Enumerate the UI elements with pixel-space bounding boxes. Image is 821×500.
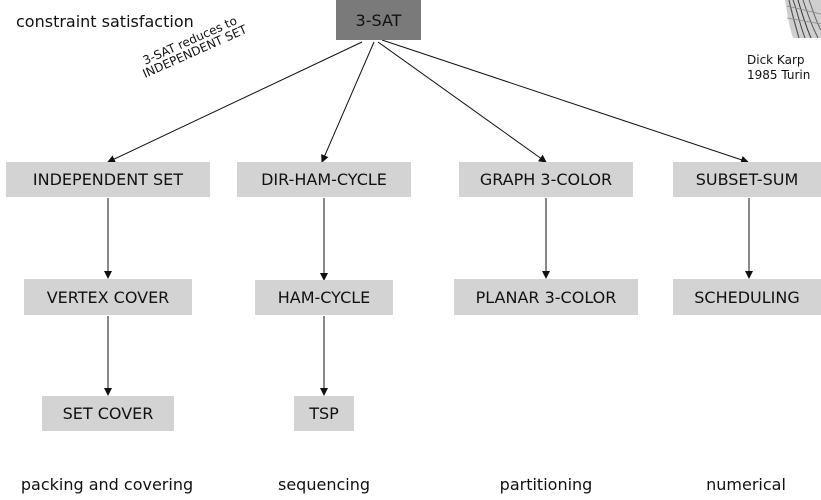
node-dir-ham-cycle: DIR-HAM-CYCLE [237, 162, 411, 197]
node-set-cover: SET COVER [42, 396, 174, 431]
category-partitioning: partitioning [499, 475, 593, 494]
category-packing-and-covering: packing and covering [20, 475, 194, 494]
edge-3sat-dir-ham-cycle [321, 41, 375, 163]
edge-3sat-subset-sum [381, 39, 749, 164]
node-independent-set: INDEPENDENT SET [6, 162, 210, 197]
constraint-satisfaction-label: constraint satisfaction [16, 12, 194, 31]
node-ham-cycle: HAM-CYCLE [255, 280, 393, 315]
portrait-image [763, 0, 821, 38]
category-numerical: numerical [706, 475, 786, 494]
portrait-credit-name: Dick Karp [747, 53, 805, 67]
portrait-credit-line: 1985 Turin [747, 68, 811, 82]
edge-3sat-independent-set [107, 41, 363, 163]
node-3-sat: 3-SAT [336, 0, 421, 40]
node-graph-3-color: GRAPH 3-COLOR [459, 162, 633, 197]
node-planar-3-color: PLANAR 3-COLOR [454, 279, 638, 315]
node-subset-sum: SUBSET-SUM [673, 162, 821, 197]
edge-3sat-graph-3-color [377, 41, 547, 163]
category-sequencing: sequencing [278, 475, 370, 494]
node-tsp: TSP [294, 396, 354, 431]
node-vertex-cover: VERTEX COVER [24, 279, 192, 315]
node-scheduling: SCHEDULING [673, 279, 821, 315]
